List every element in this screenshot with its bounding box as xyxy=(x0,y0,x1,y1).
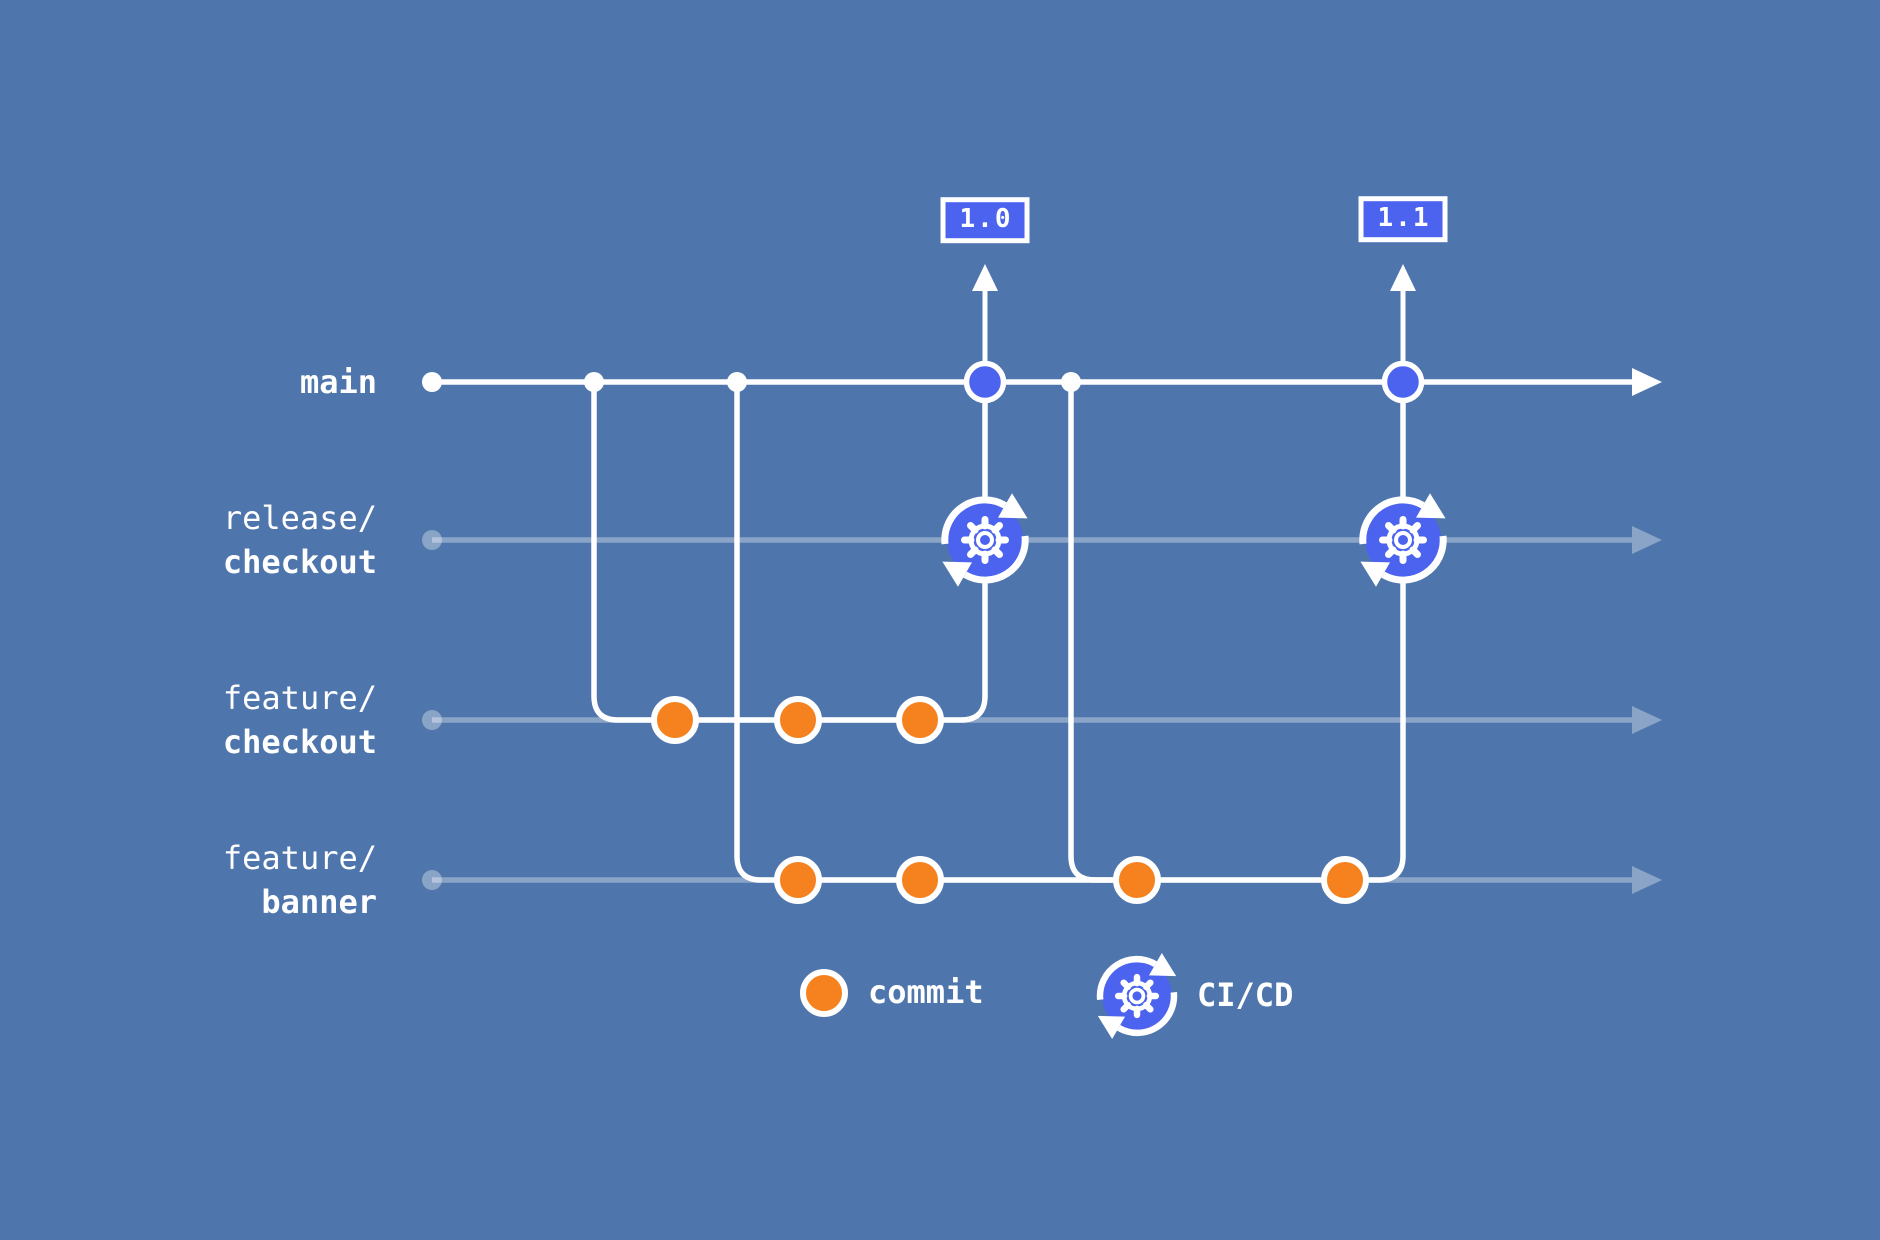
merge-edge xyxy=(1345,382,1406,883)
gear-tooth xyxy=(991,546,1003,558)
legend-commit-label: commit xyxy=(868,973,984,1011)
gear-hole xyxy=(1394,531,1412,549)
branch-start-dot xyxy=(422,870,442,890)
cicd-icon xyxy=(941,493,1029,587)
branch-label-text: feature/ xyxy=(222,839,377,877)
cicd-arc xyxy=(941,496,1007,545)
merge-edge xyxy=(920,382,988,723)
arrowhead-right-icon xyxy=(1632,368,1662,396)
commit-dot xyxy=(896,696,944,744)
main-branch-dot xyxy=(727,372,747,392)
gear-hole xyxy=(976,531,994,549)
branch-start-dot xyxy=(422,530,442,550)
cicd-icon xyxy=(1359,493,1447,587)
gear-hole xyxy=(1128,987,1146,1005)
commit-dot xyxy=(1321,856,1369,904)
branch-start-dot xyxy=(422,710,442,730)
cicd-arc xyxy=(1359,496,1425,545)
branch-label-text: checkout xyxy=(222,543,377,581)
cicd-arc xyxy=(1116,991,1178,1037)
gear-tooth xyxy=(1409,522,1421,534)
main-branch-dot xyxy=(584,372,604,392)
branch-label-text: release/ xyxy=(222,499,377,537)
branch-label-text: feature/ xyxy=(222,679,377,717)
branch-label-feature-banner: feature/ banner xyxy=(223,836,377,924)
cicd-arrowhead xyxy=(1360,561,1390,587)
cicd-arrowhead xyxy=(1097,1015,1126,1040)
arrowhead-right-icon xyxy=(1632,866,1662,894)
gear-tooth xyxy=(967,522,979,534)
gear-tooth xyxy=(1120,1001,1132,1013)
gear-tooth xyxy=(967,546,979,558)
cicd-arc xyxy=(963,535,1029,584)
branch-label-main: main xyxy=(300,360,377,404)
gear-tooth xyxy=(1142,979,1154,991)
cicd-circle xyxy=(1365,502,1441,578)
arrowhead-right-icon xyxy=(1632,526,1662,554)
main-branch-dot xyxy=(422,372,442,392)
commit-dot xyxy=(774,856,822,904)
cicd-arrowhead xyxy=(942,561,972,587)
cicd-arrowhead xyxy=(998,493,1028,519)
cicd-arc xyxy=(1096,955,1158,1001)
cicd-arrowhead xyxy=(1148,952,1177,977)
fork-edge xyxy=(1068,382,1137,883)
gear-tooth xyxy=(1120,979,1132,991)
gear-tooth xyxy=(1385,546,1397,558)
cicd-circle xyxy=(1102,961,1172,1031)
legend-cicd-icon xyxy=(1096,952,1178,1040)
gear-tooth xyxy=(1409,546,1421,558)
merge-commit-dot xyxy=(1381,360,1425,404)
main-branch-dot xyxy=(1061,372,1081,392)
gear-tooth xyxy=(1142,1001,1154,1013)
branch-label-text: main xyxy=(299,363,377,401)
cicd-arrowhead xyxy=(1416,493,1446,519)
branch-line-main xyxy=(432,368,1662,396)
version-tag-1-0: 1.0 xyxy=(940,197,1030,243)
arrowhead-right-icon xyxy=(1632,706,1662,734)
cicd-arc xyxy=(1381,535,1447,584)
tag-arrowhead-up-icon xyxy=(972,264,998,291)
fork-edge xyxy=(734,382,1345,883)
gear-tooth xyxy=(991,522,1003,534)
branch-label-feature-checkout: feature/ checkout xyxy=(223,676,377,764)
fork-edge xyxy=(591,382,920,723)
version-tag-1-1: 1.1 xyxy=(1358,196,1448,242)
branch-line-release-checkout xyxy=(432,526,1662,554)
gear-tooth xyxy=(1385,522,1397,534)
cicd-circle xyxy=(947,502,1023,578)
commit-dot xyxy=(651,696,699,744)
branch-label-text: banner xyxy=(261,883,377,921)
legend-commit-dot xyxy=(800,969,848,1017)
commit-dot xyxy=(774,696,822,744)
tag-arrowhead-up-icon xyxy=(1390,264,1416,291)
legend-cicd-label: CI/CD xyxy=(1197,976,1294,1014)
commit-dot xyxy=(896,856,944,904)
branch-label-release-checkout: release/ checkout xyxy=(223,496,377,584)
branch-label-text: checkout xyxy=(222,723,377,761)
commit-dot xyxy=(1113,856,1161,904)
merge-commit-dot xyxy=(963,360,1007,404)
